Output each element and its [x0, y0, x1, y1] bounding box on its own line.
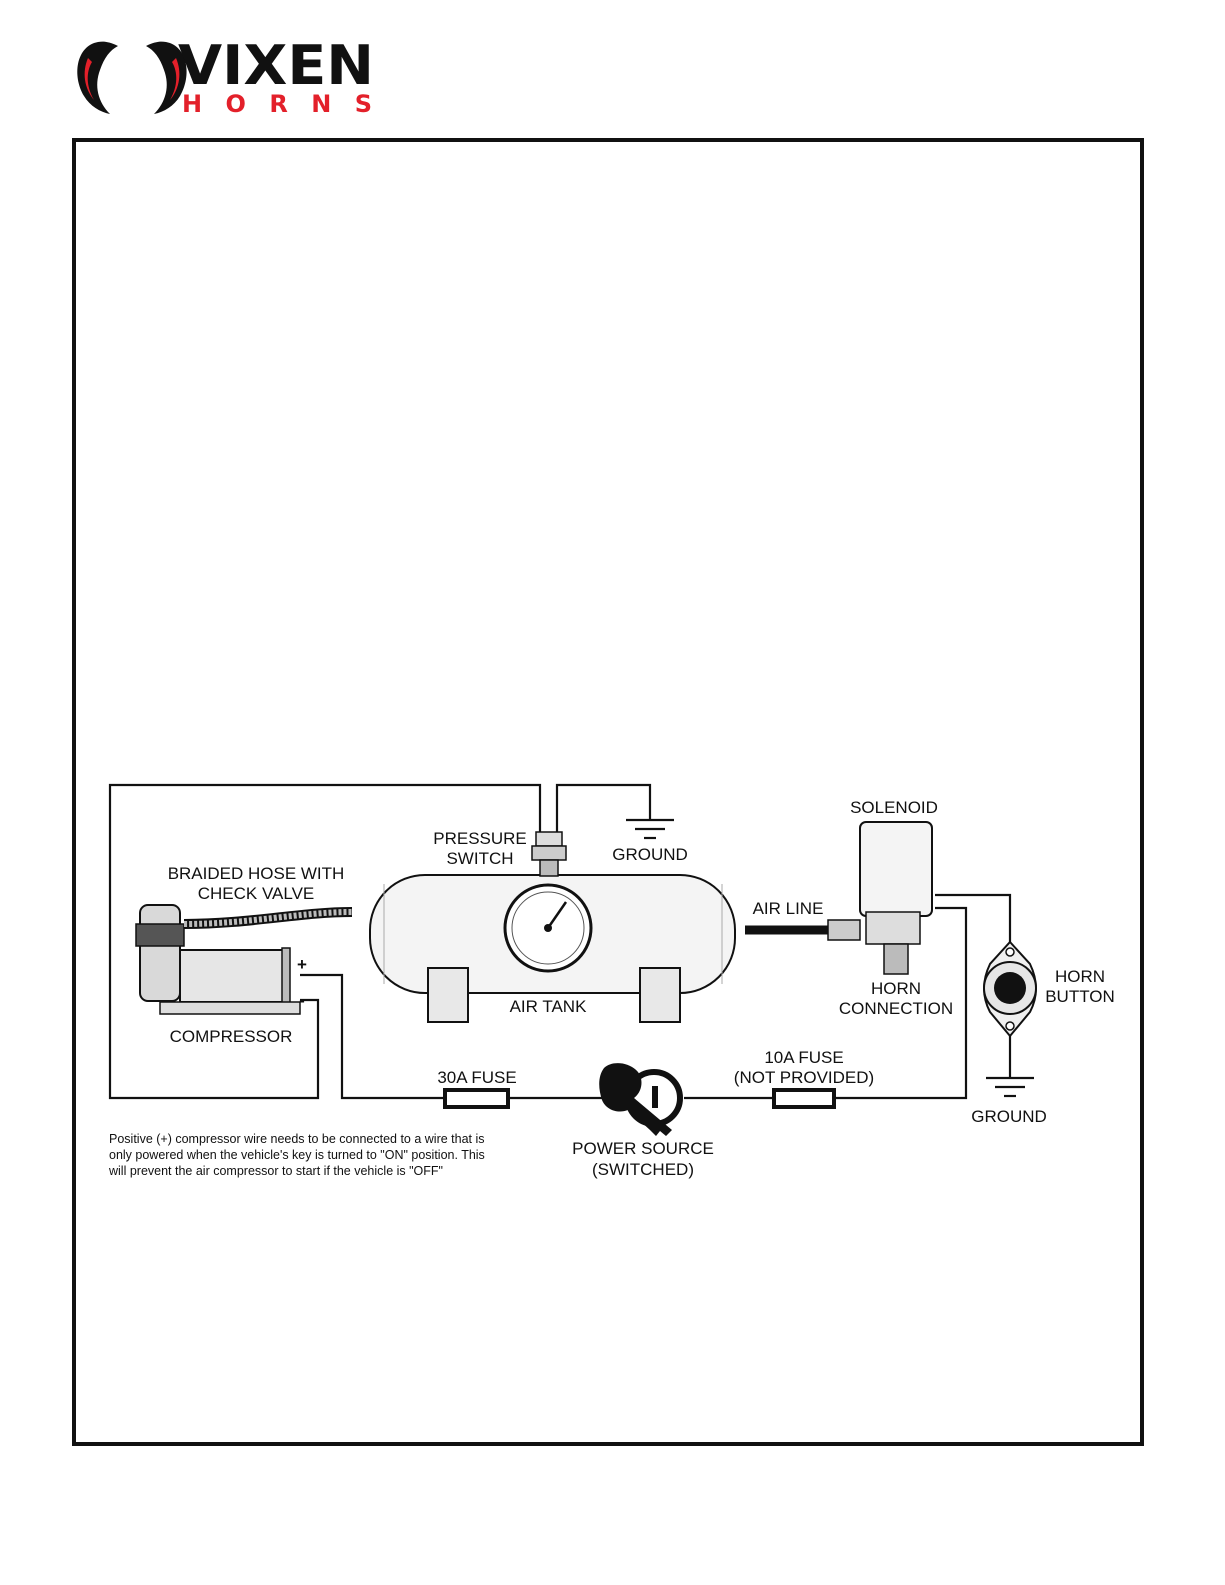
wire-compressor-positive [300, 973, 445, 1100]
note-line-1: Positive (+) compressor wire needs to be… [109, 1132, 485, 1146]
ground-top-label: GROUND [612, 845, 688, 864]
ground-symbol-icon [986, 1076, 1034, 1098]
braided-hose-label-line2: CHECK VALVE [198, 884, 315, 903]
horn-button-label-line1: HORN [1055, 967, 1105, 986]
horn-connection-label-line2: CONNECTION [839, 999, 953, 1018]
air-tank-label: AIR TANK [510, 997, 587, 1016]
ground-bottom-label: GROUND [971, 1107, 1047, 1126]
note-line-2: only powered when the vehicle's key is t… [109, 1148, 485, 1162]
braided-hose-label-line1: BRAIDED HOSE WITH [168, 864, 345, 883]
positive-terminal-label: + [297, 955, 307, 974]
ignition-key-icon [599, 1063, 683, 1136]
vixen-horns-logo: VIXEN HORNS [77, 34, 374, 116]
pressure-gauge-icon [503, 883, 593, 973]
wire-compressor-ground-loop [108, 783, 542, 1100]
power-source-label-line1: POWER SOURCE [572, 1139, 714, 1158]
braided-hose-icon [183, 907, 353, 929]
compressor-label: COMPRESSOR [170, 1027, 293, 1046]
fuse-30a-label: 30A FUSE [437, 1068, 516, 1087]
horn-button-icon [983, 940, 1037, 1038]
ground-symbol-icon [626, 818, 674, 840]
pressure-switch-icon [531, 831, 567, 877]
horn-connection-label-line1: HORN [871, 979, 921, 998]
solenoid-icon [859, 821, 933, 975]
fuse-10a-label-line2: (NOT PROVIDED) [734, 1068, 874, 1087]
wire-solenoid-to-horn-button [935, 893, 1012, 942]
wire-pressure-switch-ground [555, 783, 652, 832]
fuse-10a-label-line1: 10A FUSE [764, 1048, 843, 1067]
horns-emblem-icon [77, 41, 187, 114]
pressure-switch-label-line2: SWITCH [446, 849, 513, 868]
pressure-switch-label-line1: PRESSURE [433, 829, 527, 848]
fuse-30a-icon [443, 1088, 510, 1109]
air-line-fitting-icon [827, 919, 861, 941]
logo-wordmark: VIXEN [178, 34, 374, 97]
horn-button-label-line2: BUTTON [1045, 987, 1115, 1006]
fuse-10a-icon [772, 1088, 836, 1109]
negative-terminal-label: - [299, 991, 305, 1010]
page-frame [72, 138, 1144, 1446]
solenoid-label: SOLENOID [850, 798, 938, 817]
note-line-3: will prevent the air compressor to start… [108, 1164, 443, 1178]
air-line-label: AIR LINE [753, 899, 824, 918]
wires [108, 783, 1012, 1100]
compressor-icon [135, 904, 301, 1015]
power-source-label-line2: (SWITCHED) [592, 1160, 694, 1179]
wire-fuse10-to-solenoid [834, 906, 968, 1100]
